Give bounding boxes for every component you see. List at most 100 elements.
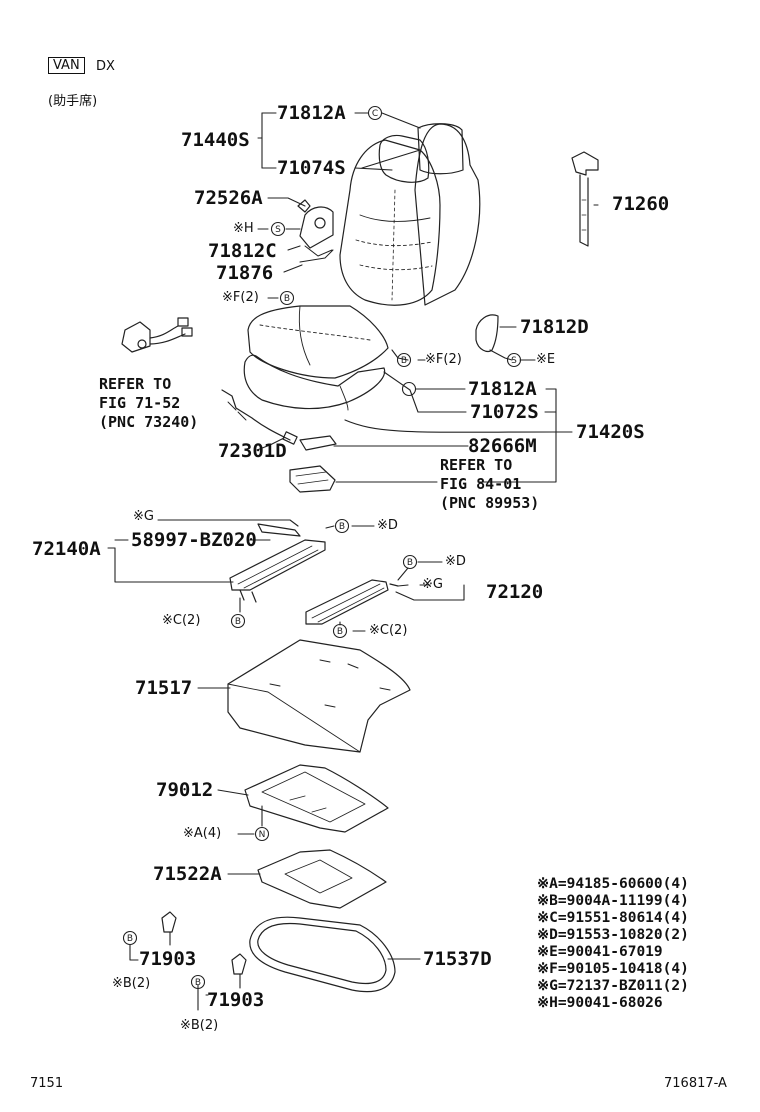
- refer-line: REFER TO: [99, 375, 172, 393]
- part-58997-BZ020: 58997-BZ020: [131, 529, 257, 551]
- part-71072S: 71072S: [470, 401, 539, 423]
- marker-c-top: [367, 105, 383, 121]
- part-82666M: 82666M: [468, 435, 537, 457]
- harness-drawing: [121, 317, 193, 353]
- note-f2-top: ※F(2): [222, 290, 259, 305]
- note-g-left: ※G: [133, 509, 154, 524]
- refer-line: FIG 84-01: [440, 474, 522, 493]
- part-71812A-top: 71812A: [277, 102, 346, 124]
- part-71903-b: 71903: [207, 989, 265, 1011]
- svg-text:B: B: [337, 627, 343, 637]
- part-71876: 71876: [216, 262, 274, 284]
- note-b2-a: ※B(2): [112, 976, 151, 991]
- refer-line: (PNC 73240): [99, 412, 199, 431]
- refer-line: REFER TO: [440, 456, 513, 474]
- legend-row: ※C=91551-80614(4): [537, 910, 689, 926]
- leader-lines: [107, 112, 599, 1011]
- marker-b-c2-left: [230, 613, 246, 629]
- trim-71812D-drawing: [475, 314, 499, 353]
- svg-text:C: C: [372, 109, 378, 119]
- vehicle-type-tag: VAN: [48, 57, 85, 74]
- svg-text:B: B: [127, 934, 133, 944]
- illustration-code: 716817-A: [664, 1076, 727, 1091]
- seatback-drawing: [339, 123, 481, 306]
- part-71440S: 71440S: [181, 129, 250, 151]
- note-e: ※E: [536, 352, 556, 367]
- frame-ring-71537D-drawing: [249, 916, 396, 993]
- part-72301D: 72301D: [218, 440, 287, 462]
- part-71812A-mid: 71812A: [468, 378, 537, 400]
- note-g-right: ※G: [422, 577, 443, 592]
- strap-71260-drawing: [571, 151, 599, 247]
- plate-71522A-drawing: [257, 849, 387, 909]
- seat-position-label: (助手席): [48, 94, 98, 109]
- legend-row: ※G=72137-BZ011(2): [537, 978, 689, 994]
- svg-text:B: B: [407, 558, 413, 568]
- note-f2-right: ※F(2): [425, 352, 462, 367]
- svg-text:B: B: [284, 294, 290, 304]
- refer-line: FIG 71-52: [99, 393, 181, 412]
- marker-b-f2: [279, 290, 295, 306]
- legend-row: ※E=90041-67019: [537, 944, 663, 960]
- note-c2-left: ※C(2): [162, 613, 201, 628]
- note-c2-right: ※C(2): [369, 623, 408, 638]
- clips-71903-drawing: [161, 911, 247, 975]
- recliner-drawing: [297, 199, 334, 263]
- legend-row: ※H=90041-68026: [537, 995, 663, 1011]
- part-71420S: 71420S: [576, 421, 645, 443]
- pan-frame-79012-drawing: [244, 764, 389, 833]
- marker-b-f2-right: [396, 352, 412, 368]
- marker-b-c2-right: [332, 623, 348, 639]
- svg-text:S: S: [511, 356, 517, 366]
- refer-to-fig-71-52: REFER TO FIG 71-52 (PNC 73240): [99, 375, 198, 431]
- svg-text:N: N: [259, 830, 266, 840]
- part-72140A: 72140A: [32, 538, 101, 560]
- note-a4: ※A(4): [183, 826, 222, 841]
- note-d-left: ※D: [377, 518, 398, 533]
- legend-row: ※B=9004A-11199(4): [537, 893, 689, 909]
- marker-letters: C S B B S B B B B N B B: [127, 109, 517, 988]
- svg-text:B: B: [195, 978, 201, 988]
- part-72120: 72120: [486, 581, 544, 603]
- note-h: ※H: [233, 221, 254, 236]
- svg-text:B: B: [235, 617, 241, 627]
- part-71903-a: 71903: [139, 948, 197, 970]
- note-d-right: ※D: [445, 554, 466, 569]
- rail-right-drawing: [305, 579, 399, 625]
- legend-row: ※F=90105-10418(4): [537, 961, 689, 977]
- note-b2-b: ※B(2): [180, 1018, 219, 1033]
- marker-n-a4: [254, 826, 270, 842]
- svg-text:S: S: [275, 225, 281, 235]
- svg-text:B: B: [401, 356, 407, 366]
- svg-text:B: B: [339, 522, 345, 532]
- refer-to-fig-84-01: REFER TO FIG 84-01 (PNC 89953): [440, 456, 539, 512]
- part-71537D: 71537D: [423, 948, 492, 970]
- legend-row: ※D=91553-10820(2): [537, 927, 689, 943]
- refer-line: (PNC 89953): [440, 493, 540, 512]
- hardware-markers: [122, 105, 522, 990]
- marker-b-clip-a: [122, 930, 138, 946]
- part-72526A: 72526A: [194, 187, 263, 209]
- marker-s-e: [506, 352, 522, 368]
- part-71074S: 71074S: [277, 157, 346, 179]
- part-71812D: 71812D: [520, 316, 589, 338]
- part-79012: 79012: [156, 779, 214, 801]
- part-71812C: 71812C: [208, 240, 277, 262]
- base-pad-71517-drawing: [227, 639, 411, 753]
- legend-row: ※A=94185-60600(4): [537, 876, 689, 892]
- part-71517: 71517: [135, 677, 193, 699]
- part-71522A: 71522A: [153, 863, 222, 885]
- cable-72301D-drawing: [221, 389, 298, 445]
- marker-b-d-left: [334, 518, 350, 534]
- grade-label: DX: [96, 59, 115, 74]
- rail-left-drawing: [229, 523, 326, 603]
- bracket-82666M-drawing: [289, 435, 337, 493]
- part-71260: 71260: [612, 193, 670, 215]
- marker-b-clip-b: [190, 974, 206, 990]
- seat-cushion-drawing: [243, 305, 389, 411]
- marker-b-d-right: [402, 554, 418, 570]
- marker-c-mid: [401, 381, 417, 397]
- marker-s-h: [270, 221, 286, 237]
